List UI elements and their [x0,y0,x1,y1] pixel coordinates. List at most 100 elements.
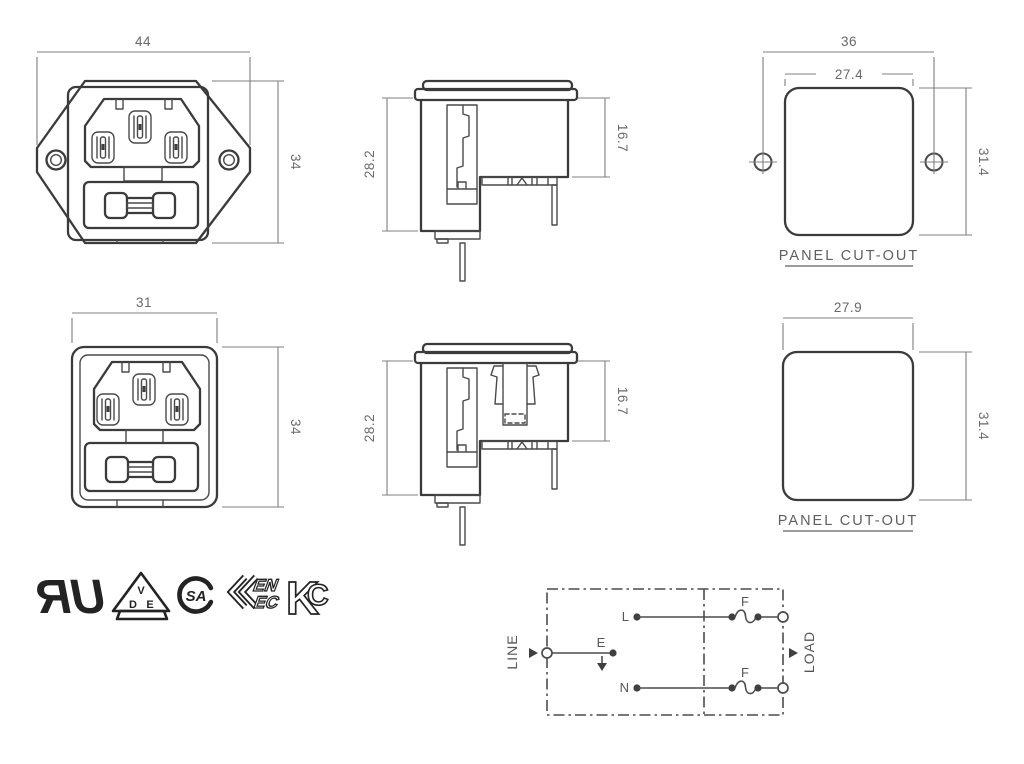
neutral-label: N [620,680,629,695]
enec-line1: EN [251,576,282,595]
fuse-cavity [446,104,478,205]
dim-label-34-snapin: 34 [288,419,303,435]
dim-label-31-4: 31.4 [976,148,991,176]
drawer-latch-snapin [125,429,164,444]
dim-height-28-2-snapin: 28.2 [362,360,418,496]
fuse-drawer-snapin [83,441,200,493]
csa-logo: SA [177,576,214,614]
terminal-strip [481,176,558,186]
panel-cutout-caption-snapin: PANEL CUT-OUT [778,513,918,529]
kc-logo: K C [285,571,329,625]
dim-height-28-2: 28.2 [362,97,418,232]
load-arrow-icon [789,648,798,658]
dim-label-31: 31 [136,295,152,310]
dim-label-44: 44 [135,34,151,49]
dim-height-34-snapin: 34 [222,346,303,508]
line-arrow-icon [529,648,538,658]
flange-lip [413,87,579,102]
dim-height-34: 34 [212,80,303,244]
view-front-flanged: 44 34 [35,34,303,245]
live-label: L [622,609,629,624]
dim-label-27-9: 27.9 [834,300,862,315]
view-cutout-flanged: 36 27.4 31.4 PANEL CUT-OUT [749,34,991,267]
load-terminal-neutral [777,682,789,694]
dim-label-28-2: 28.2 [362,150,377,178]
solder-pin-bottom [459,242,466,282]
mounting-hole-left [45,149,67,171]
dim-depth-16-7-snapin: 16.7 [572,360,630,442]
solder-pin-right-snapin [551,448,558,490]
fuse-drawer [82,180,200,230]
c14-recess-snapin [92,360,202,432]
vde-logo: V D E [111,571,171,621]
dim-hole-span-36: 36 [762,34,935,150]
dim-label-31-4-snapin: 31.4 [976,412,991,440]
csa-logo-text: SA [186,588,207,605]
view-front-snapin: 31 34 [70,295,303,509]
dim-label-28-2-snapin: 28.2 [362,414,377,442]
vde-letter-d: D [129,599,137,611]
view-side-snapin: 28.2 16.7 [362,342,630,546]
kc-letter-c: C [307,579,329,612]
flange-outline [35,79,252,245]
ul-logo-text: UR [36,571,106,624]
panel-cutout-caption: PANEL CUT-OUT [779,248,919,264]
snapin-outer [70,345,219,509]
vde-letter-e: E [146,599,153,611]
fuse-neutral [728,680,762,695]
pin-neutral [164,131,188,164]
inlet-body [66,85,210,242]
dim-height-31-4: 31.4 [919,87,991,236]
ul-recognized-logo: UR [36,571,106,624]
body-profile-snapin [419,361,570,497]
certification-logos: UR V D E SA EN EC K C [36,571,329,625]
drawer-latch [123,166,163,182]
c14-recess [83,97,201,169]
line-label: LINE [504,634,520,669]
kc-letter-k: K [286,572,319,624]
solder-pin-right [551,184,558,226]
snap-latch [490,362,540,426]
cutout-hole-right [920,150,948,174]
circuit-diagram: LINE E L F N F [504,588,817,716]
fuse-neutral-label: F [741,665,749,680]
load-label: LOAD [801,631,817,673]
view-side-flanged: 28.2 16.7 [362,79,630,282]
dim-height-31-4-snapin: 31.4 [919,351,991,501]
dim-label-34: 34 [288,154,303,170]
dim-label-16-7-snapin: 16.7 [615,387,630,415]
enec-line2: EC [251,593,282,612]
cutout-rect-snapin [781,350,915,502]
fuse-cavity-snapin [446,367,478,468]
fuse-symbol-snapin [104,455,177,484]
dim-label-16-7: 16.7 [615,124,630,152]
fuse-live [728,609,762,624]
snapin-inner [79,354,210,501]
cutout-rect [783,86,915,237]
mounting-hole-right [218,149,240,171]
pin-earth-snapin [132,373,156,406]
dim-width-44: 44 [36,34,251,145]
fuse-live-label: F [741,594,749,609]
earth-node [609,649,617,657]
dim-width-27-4: 27.4 [784,67,914,86]
cutout-hole-left [749,150,777,174]
load-terminal-live [777,611,789,623]
dim-label-27-4: 27.4 [835,67,863,82]
enec-logo: EN EC [226,574,283,613]
earth-label: E [597,635,606,650]
vde-letter-v: V [137,585,145,597]
earth-ground-icon [597,656,607,671]
line-terminal [541,647,553,659]
dim-width-27-9: 27.9 [782,300,914,350]
view-cutout-snapin: 27.9 31.4 PANEL CUT-OUT [778,300,991,532]
pin-live [91,131,115,164]
recess-notches [115,98,173,110]
pin-neutral-snapin [165,393,189,426]
fuse-symbol [103,191,177,220]
dim-label-36: 36 [841,34,857,49]
body-profile [419,98,570,233]
dim-depth-16-7: 16.7 [572,97,630,178]
